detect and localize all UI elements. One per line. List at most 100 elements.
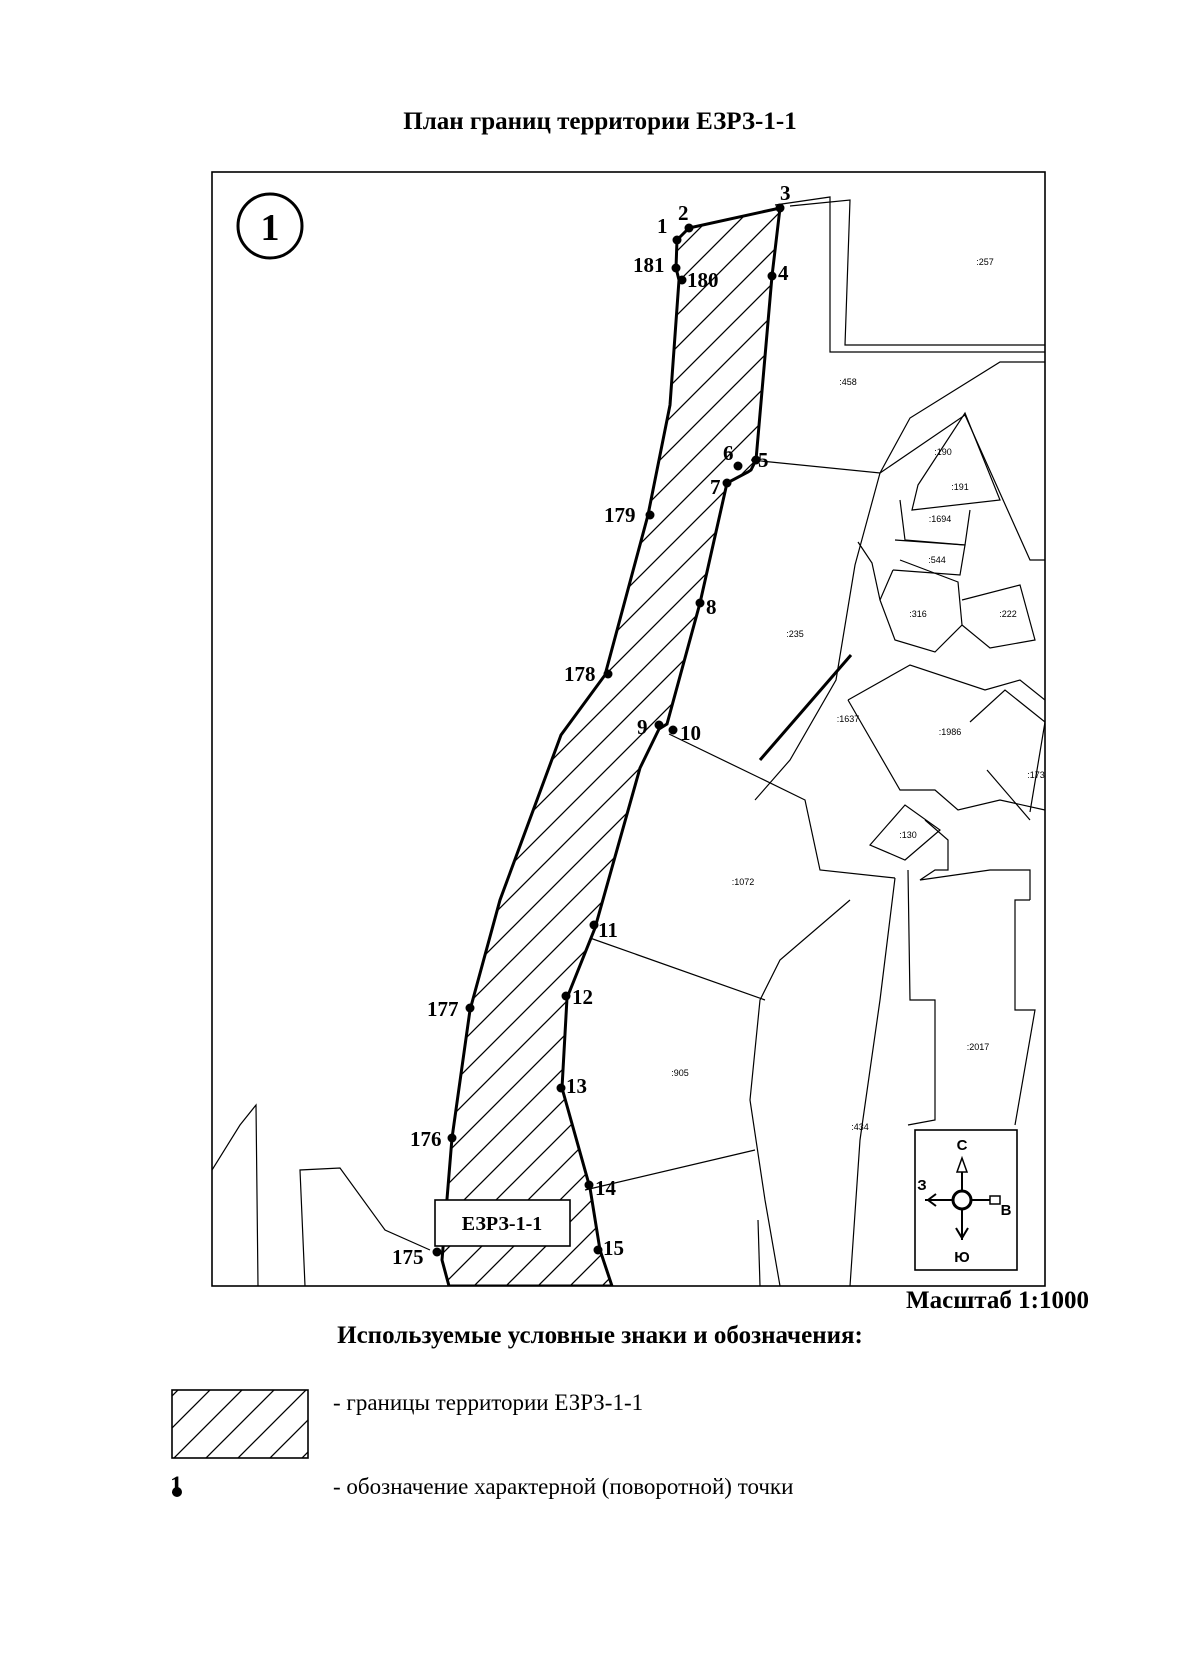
parcel-line (911, 411, 1001, 511)
legend-point-symbol: 1 (170, 1472, 183, 1499)
turning-point: 4 (767, 261, 789, 285)
parcel-label: :173 (1027, 770, 1045, 780)
territory-polygon (440, 206, 782, 1286)
parcel-line (879, 414, 1045, 561)
compass-south: Ю (954, 1249, 969, 1266)
parcel-line (758, 654, 853, 761)
territory-label: ЕЗРЗ-1-1 (462, 1213, 542, 1235)
legend-hatch-sample (171, 1389, 309, 1459)
parcel-label: :235 (786, 629, 804, 639)
parcel-label: :222 (999, 609, 1017, 619)
parcel-label: :130 (899, 830, 917, 840)
parcel-line (774, 196, 1045, 353)
compass-rose: С Ю З В (914, 1129, 1018, 1271)
turning-point: 12 (561, 985, 593, 1009)
svg-text:3: 3 (780, 181, 791, 205)
svg-text:15: 15 (603, 1236, 624, 1260)
parcel-line (789, 199, 1045, 346)
turning-point: 177 (427, 997, 475, 1021)
sheet-number-circle (236, 192, 304, 260)
turning-point: 5 (751, 448, 769, 472)
svg-text:179: 179 (604, 503, 636, 527)
page-title: План границ территории ЕЗРЗ-1-1 (403, 108, 797, 135)
svg-text:177: 177 (427, 997, 459, 1021)
turning-point: 2 (678, 201, 694, 233)
svg-text:8: 8 (706, 595, 717, 619)
svg-text:6: 6 (723, 441, 734, 465)
svg-text:10: 10 (680, 721, 701, 745)
turning-point: 181 (633, 253, 681, 277)
svg-text:181: 181 (633, 253, 665, 277)
legend-hatch-text: - границы территории ЕЗРЗ-1-1 (333, 1390, 644, 1415)
turning-point: 178 (564, 662, 613, 686)
svg-text:180: 180 (687, 268, 719, 292)
parcel-line (299, 1167, 431, 1286)
svg-text:178: 178 (564, 662, 596, 686)
svg-text:4: 4 (778, 261, 789, 285)
compass-west: З (917, 1177, 926, 1194)
parcel-line (584, 1149, 756, 1191)
parcel-line (857, 541, 881, 601)
parcel-label: :257 (976, 257, 994, 267)
svg-text:176: 176 (410, 1127, 442, 1151)
parcel-label: :1637 (837, 714, 860, 724)
parcel-line (847, 664, 1045, 701)
turning-point: 8 (695, 595, 717, 619)
svg-text:175: 175 (392, 1245, 424, 1269)
parcel-label: :1694 (929, 514, 952, 524)
legend-point-text: - обозначение характерной (поворотной) т… (333, 1474, 794, 1499)
parcel-label: :434 (851, 1122, 869, 1132)
svg-text:1: 1 (657, 214, 668, 238)
parcel-line (919, 819, 1031, 900)
legend-point-icon (172, 1487, 182, 1497)
turning-point: 3 (775, 181, 791, 213)
parcel-label: :1072 (732, 877, 755, 887)
parcel-line (1014, 899, 1036, 1126)
turning-point: 179 (604, 503, 655, 527)
parcel-line (869, 804, 941, 861)
turning-point: 15 (593, 1236, 624, 1260)
parcel-label: :2017 (967, 1042, 990, 1052)
parcel-line (212, 1103, 259, 1286)
svg-text:9: 9 (637, 715, 648, 739)
parcel-line (986, 769, 1031, 821)
parcel-label: :191 (951, 482, 969, 492)
parcel-label: :905 (671, 1068, 689, 1078)
turning-point: 176 (410, 1127, 457, 1151)
parcel-line (847, 699, 1045, 811)
turning-point: 7 (710, 475, 732, 499)
parcel-line (754, 472, 881, 801)
parcel-label: :1986 (939, 727, 962, 737)
turning-point: 11 (589, 918, 618, 942)
parcel-line (668, 733, 896, 879)
turning-point: 14 (584, 1176, 617, 1200)
parcel-label: :544 (928, 555, 946, 565)
svg-text:2: 2 (678, 201, 689, 225)
parcel-label: :316 (909, 609, 927, 619)
legend-title: Используемые условные знаки и обозначени… (337, 1322, 863, 1349)
parcel-line (749, 899, 851, 1286)
parcel-line (849, 877, 896, 1286)
parcel-line (750, 361, 1045, 474)
parcel-label: :190 (934, 447, 952, 457)
svg-text:7: 7 (710, 475, 721, 499)
territory-label-box (434, 1199, 571, 1247)
svg-text:5: 5 (758, 448, 769, 472)
parcel-line (589, 937, 766, 1001)
svg-text:11: 11 (598, 918, 618, 942)
parcel-line (907, 869, 936, 1126)
map-scale: Масштаб 1:1000 (906, 1287, 1089, 1314)
map-frame (211, 171, 1046, 1287)
turning-point: 9 (637, 715, 664, 739)
svg-text:12: 12 (572, 985, 593, 1009)
turning-point: 13 (556, 1074, 587, 1098)
parcel-line (961, 584, 1036, 649)
turning-point: 1 (657, 214, 682, 245)
compass-east: В (1001, 1202, 1012, 1219)
parcel-line (892, 539, 966, 576)
turning-point: 180 (677, 268, 719, 292)
compass-north: С (957, 1137, 968, 1154)
turning-point: 6 (723, 441, 743, 471)
svg-text:13: 13 (566, 1074, 587, 1098)
